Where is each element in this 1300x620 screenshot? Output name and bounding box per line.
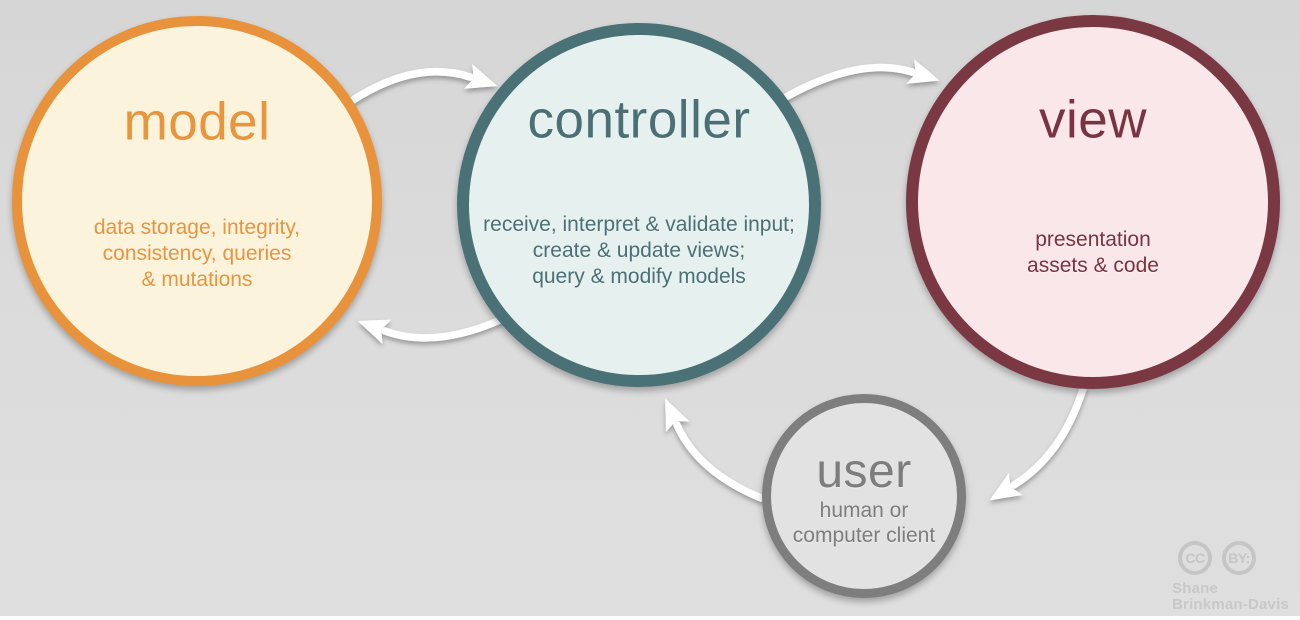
model-description: data storage, integrity, consistency, qu… [22, 215, 372, 293]
author-line: Shane [1172, 580, 1219, 597]
arrow-model-to-controller [346, 64, 498, 106]
desc-line: human or [819, 498, 909, 522]
view-node: view presentation assets & code [906, 15, 1280, 389]
arrow-controller-to-model [357, 316, 504, 344]
desc-line: query & modify models [532, 264, 746, 288]
user-node: user human or computer client [762, 394, 966, 598]
desc-line: computer client [792, 523, 936, 547]
controller-description: receive, interpret & validate input; cre… [469, 212, 809, 290]
cc-by-license-icon: BY: [1222, 541, 1256, 575]
attribution: CC BY: Shane Brinkman-Davis [1166, 541, 1290, 613]
model-title: model [123, 92, 271, 152]
arrow-view-to-user [989, 385, 1087, 501]
license-badges: CC BY: [1178, 541, 1286, 575]
controller-node: controller receive, interpret & validate… [457, 23, 821, 387]
arrow-controller-to-view [782, 58, 940, 101]
cc-license-icon: CC [1178, 541, 1212, 575]
desc-line: & mutations [141, 267, 253, 291]
author-line: Brinkman-Davis [1172, 596, 1290, 613]
desc-line: data storage, integrity, [93, 215, 301, 239]
desc-line: assets & code [1027, 253, 1159, 277]
user-title: user [816, 444, 912, 498]
desc-line: presentation [1035, 227, 1151, 251]
desc-line: create & update views; [532, 238, 746, 262]
controller-title: controller [527, 90, 751, 150]
desc-line: consistency, queries [102, 241, 292, 265]
desc-line: receive, interpret & validate input; [483, 212, 795, 236]
model-node: model data storage, integrity, consisten… [12, 16, 382, 386]
bottom-edge-strip [0, 616, 1300, 620]
user-description: human or computer client [771, 498, 957, 548]
view-title: view [1038, 90, 1148, 150]
arrow-user-to-controller [665, 398, 765, 502]
view-description: presentation assets & code [918, 227, 1268, 279]
author-name: Shane Brinkman-Davis [1172, 580, 1290, 613]
